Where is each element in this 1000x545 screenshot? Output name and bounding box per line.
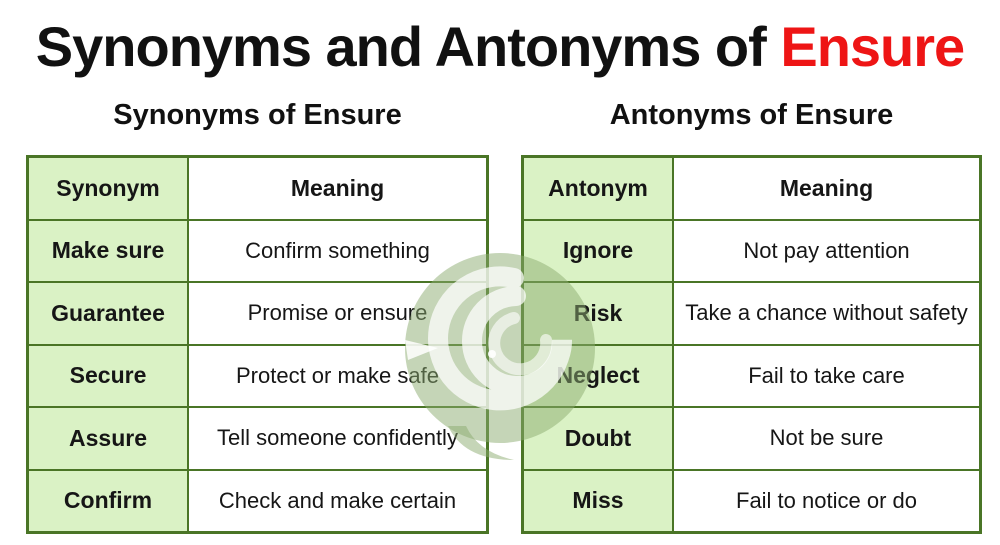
synonym-word: Make sure [26,218,189,283]
antonym-word: Neglect [521,343,674,408]
synonyms-col-header-meaning: Meaning [187,155,489,221]
synonym-meaning: Tell someone confidently [187,406,489,471]
antonym-word: Doubt [521,406,674,471]
synonym-word: Confirm [26,468,189,534]
table-header-row: Antonym Meaning [521,155,982,221]
antonym-word: Miss [521,468,674,534]
synonym-meaning: Protect or make safe [187,343,489,408]
antonym-meaning: Take a chance without safety [672,281,982,346]
synonyms-table: Synonym Meaning Make sure Confirm someth… [26,155,489,534]
antonyms-col-header-meaning: Meaning [672,155,982,221]
table-header-row: Synonym Meaning [26,155,489,221]
table-row: Ignore Not pay attention [521,218,982,283]
antonyms-heading: Antonyms of Ensure [609,99,894,131]
page-title: Synonyms and Antonyms of Ensure [0,14,1000,79]
synonym-meaning: Confirm something [187,218,489,283]
page-title-prefix: Synonyms and Antonyms of [35,15,781,78]
synonym-meaning: Promise or ensure [187,281,489,346]
table-row: Doubt Not be sure [521,406,982,471]
table-row: Make sure Confirm something [26,218,489,283]
antonym-meaning: Fail to take care [672,343,982,408]
antonym-meaning: Fail to notice or do [672,468,982,534]
antonym-meaning: Not pay attention [672,218,982,283]
table-row: Secure Protect or make safe [26,343,489,408]
synonyms-heading: Synonyms of Ensure [113,99,402,131]
antonym-meaning: Not be sure [672,406,982,471]
synonyms-col-header-word: Synonym [26,155,189,221]
antonyms-table: Antonym Meaning Ignore Not pay attention… [521,155,982,534]
table-row: Risk Take a chance without safety [521,281,982,346]
antonyms-col-header-word: Antonym [521,155,674,221]
table-row: Neglect Fail to take care [521,343,982,408]
table-row: Guarantee Promise or ensure [26,281,489,346]
table-row: Miss Fail to notice or do [521,468,982,534]
synonym-word: Secure [26,343,189,408]
synonym-word: Guarantee [26,281,189,346]
table-row: Confirm Check and make certain [26,468,489,534]
antonym-word: Risk [521,281,674,346]
antonym-word: Ignore [521,218,674,283]
page-title-keyword: Ensure [780,15,965,78]
synonym-word: Assure [26,406,189,471]
table-row: Assure Tell someone confidently [26,406,489,471]
synonym-meaning: Check and make certain [187,468,489,534]
